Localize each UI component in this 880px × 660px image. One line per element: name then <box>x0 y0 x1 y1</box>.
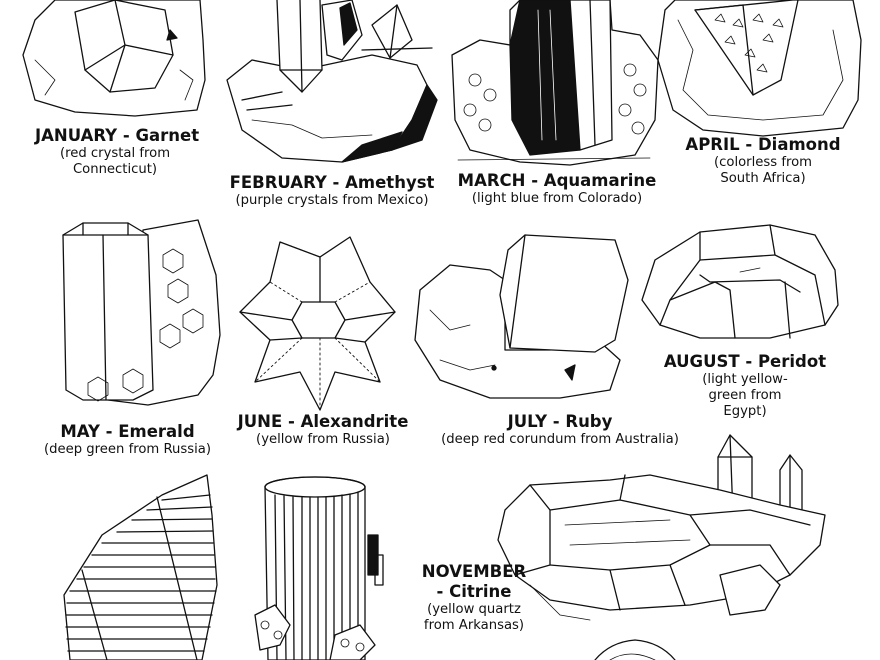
ruby-crystal-illustration <box>414 234 629 399</box>
caption-may: MAY - Emerald (deep green from Russia) <box>30 422 225 458</box>
caption-july: JULY - Ruby (deep red corundum from Aust… <box>425 412 695 448</box>
stone-description: (colorless from South Africa) <box>713 155 813 187</box>
caption-january: JANUARY - Garnet (red crystal from Conne… <box>35 126 200 178</box>
aquamarine-crystal-illustration <box>451 0 659 166</box>
stone-description: (deep red corundum from Australia) <box>441 432 679 448</box>
stone-title: MAY - Emerald <box>60 422 195 441</box>
stone-title: JUNE - Alexandrite <box>237 412 409 431</box>
garnet-crystal-illustration <box>22 0 206 117</box>
stone-title: APRIL - Diamond <box>685 135 841 154</box>
stone-description: (yellow quartz from Arkansas) <box>423 602 525 634</box>
citrine-crystal-illustration <box>497 434 826 621</box>
stone-title: FEBRUARY - Amethyst <box>229 173 435 192</box>
stone-title: JANUARY - Garnet <box>35 126 200 145</box>
tourmaline-crystal-illustration <box>254 476 384 660</box>
stone-description: (purple crystals from Mexico) <box>235 193 429 209</box>
caption-august: AUGUST - Peridot (light yellow-green fro… <box>650 352 840 420</box>
stone-title: NOVEMBER - Citrine <box>421 562 527 602</box>
stone-title: MARCH - Aquamarine <box>457 171 657 190</box>
amethyst-crystal-illustration <box>226 0 438 163</box>
peridot-crystal-illustration <box>641 224 839 339</box>
caption-march: MARCH - Aquamarine (light blue from Colo… <box>452 171 662 207</box>
caption-november: NOVEMBER - Citrine (yellow quartz from A… <box>415 562 533 634</box>
stone-title: JULY - Ruby <box>507 412 613 431</box>
caption-february: FEBRUARY - Amethyst (purple crystals fro… <box>222 173 442 209</box>
stone-description: (deep green from Russia) <box>43 442 212 458</box>
caption-june: JUNE - Alexandrite (yellow from Russia) <box>228 412 418 448</box>
december-crystal-illustration <box>594 639 676 660</box>
alexandrite-crystal-illustration <box>239 236 396 411</box>
stone-title: AUGUST - Peridot <box>663 352 827 371</box>
caption-april: APRIL - Diamond (colorless from South Af… <box>668 135 858 187</box>
stone-description: (red crystal from Connecticut) <box>59 146 171 178</box>
stone-description: (yellow from Russia) <box>256 432 390 448</box>
stone-description: (light yellow-green from Egypt) <box>702 372 788 420</box>
sapphire-crystal-illustration <box>63 474 218 660</box>
diamond-crystal-illustration <box>657 0 862 137</box>
stone-description: (light blue from Colorado) <box>471 191 643 207</box>
emerald-crystal-illustration <box>62 219 221 406</box>
